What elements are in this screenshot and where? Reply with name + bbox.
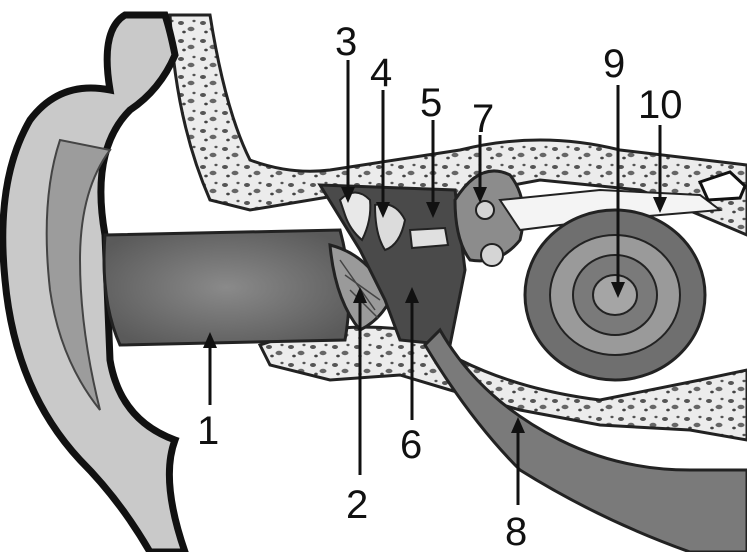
label-7: 7 <box>472 97 494 141</box>
label-10: 10 <box>638 83 683 127</box>
vestibule-node-lower <box>481 244 503 266</box>
label-6: 6 <box>400 423 422 467</box>
label-9: 9 <box>603 42 625 86</box>
stapes <box>410 228 448 248</box>
label-1: 1 <box>197 409 219 453</box>
ear-canal <box>104 230 349 345</box>
label-5: 5 <box>420 81 442 125</box>
vestibule-node-upper <box>476 201 494 219</box>
label-8: 8 <box>505 510 527 552</box>
label-4: 4 <box>370 51 392 95</box>
label-3: 3 <box>335 20 357 64</box>
cochlea <box>525 210 705 380</box>
label-2: 2 <box>346 483 368 527</box>
